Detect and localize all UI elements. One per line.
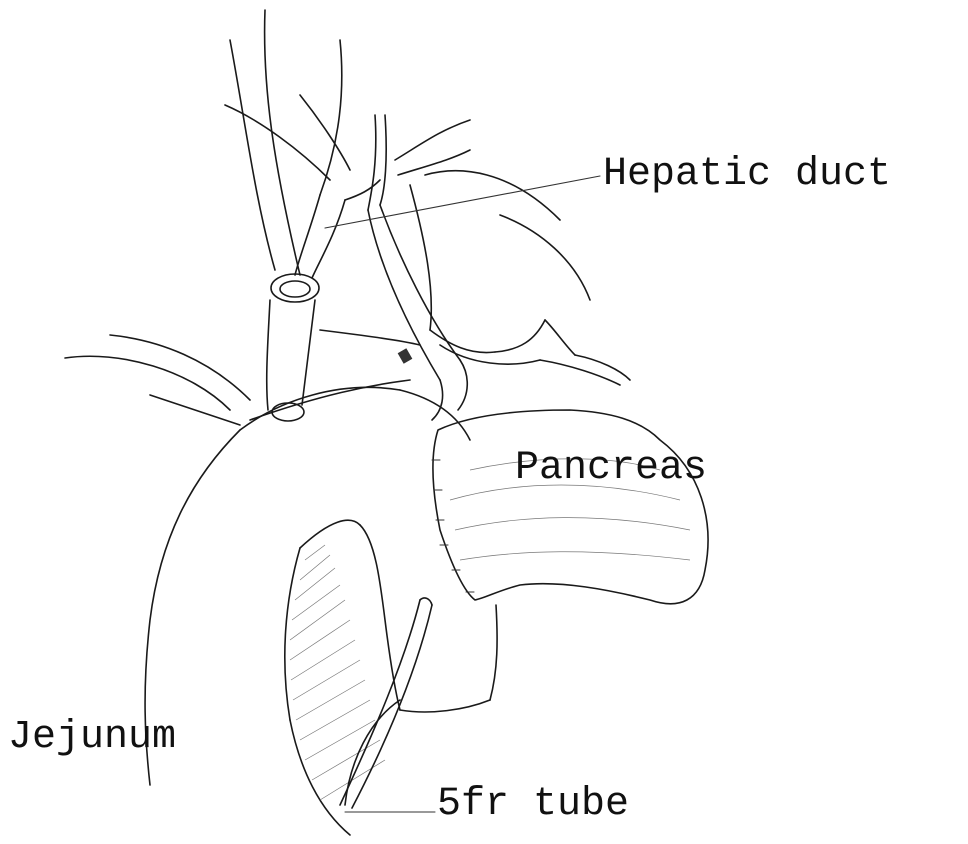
hepatic-duct-pointer: [325, 176, 600, 228]
hepatic-duct-label: Hepatic duct: [603, 155, 891, 195]
bile-duct: [267, 274, 319, 421]
clip-marker: [398, 348, 413, 363]
surrounding-tissue: [65, 330, 420, 425]
jejunum-label: Jejunum: [8, 718, 176, 758]
jejunum-hatching: [290, 545, 385, 800]
pancreas-shape: [432, 410, 708, 604]
jejunum-loop: [145, 387, 497, 835]
pancreas-label: Pancreas: [515, 449, 707, 489]
tube-label: 5fr tube: [437, 785, 629, 825]
hepatic-vessels: [225, 10, 630, 420]
